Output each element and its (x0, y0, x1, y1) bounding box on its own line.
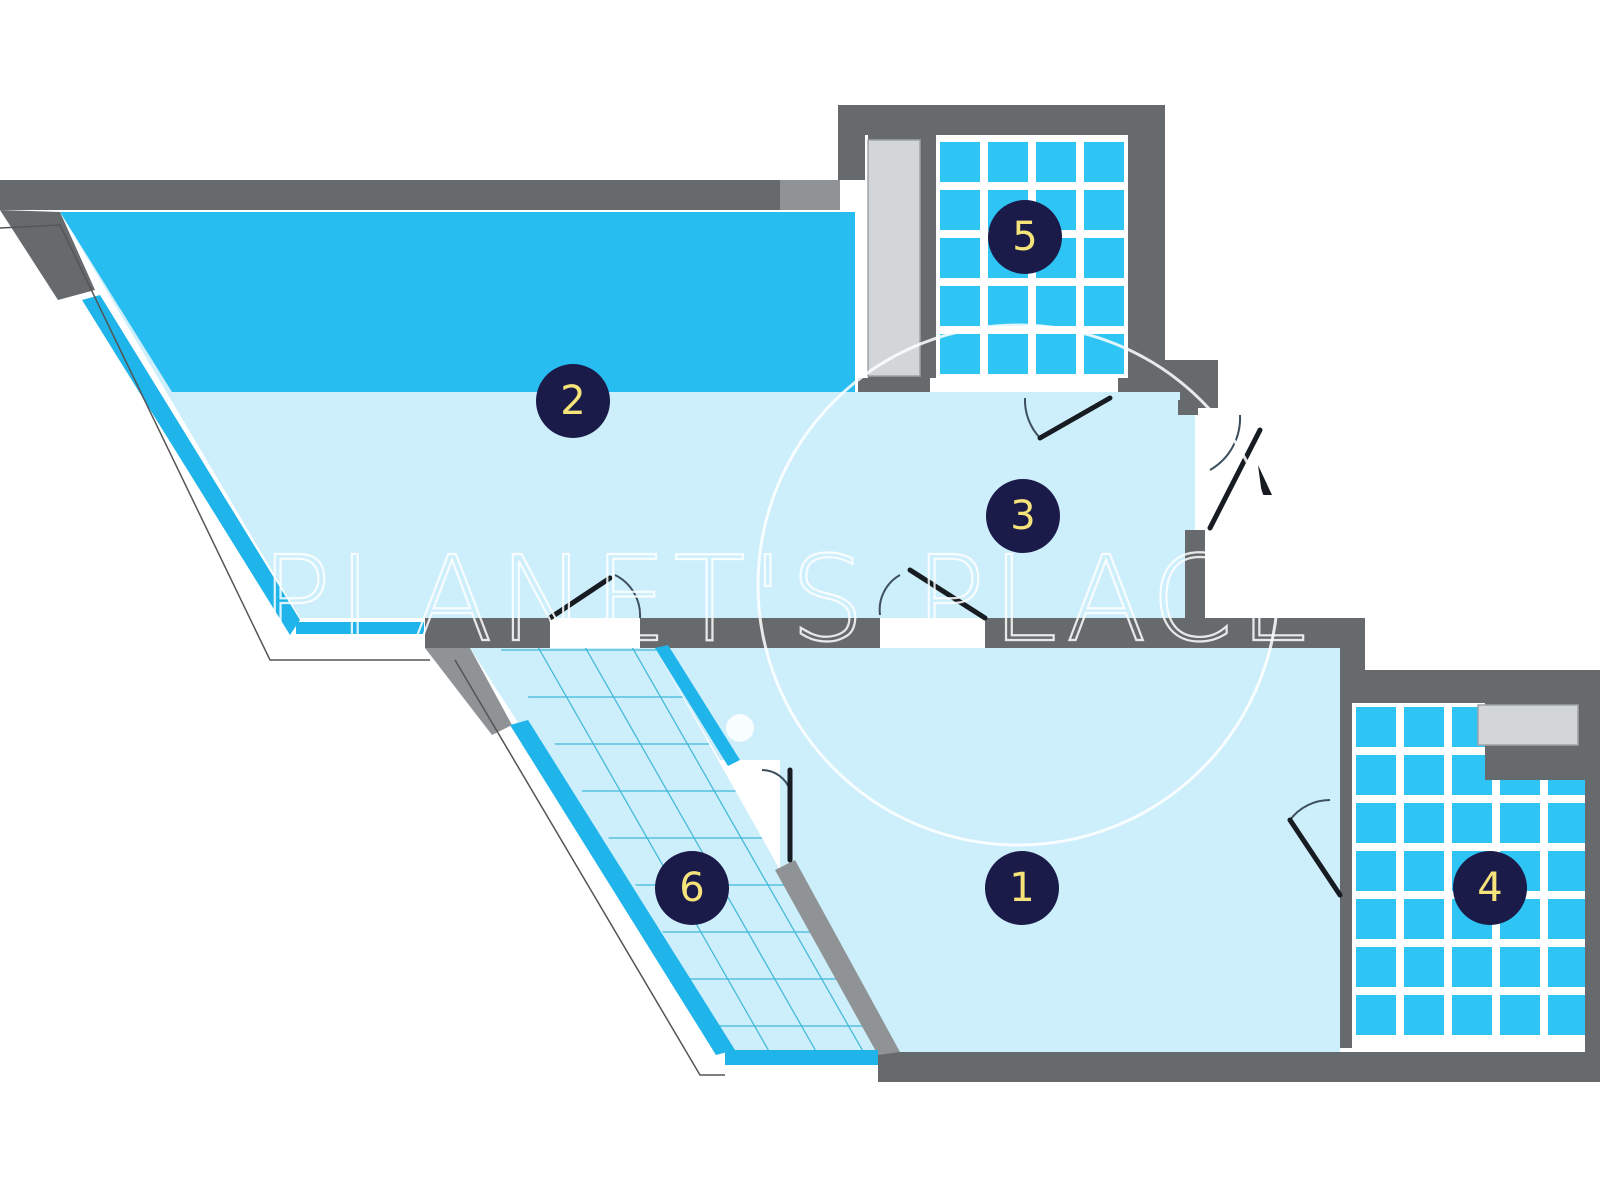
floor-tile (940, 190, 980, 230)
room-label-1: 1 (985, 851, 1059, 925)
floor-tile (1548, 995, 1588, 1035)
floor-tile (1500, 947, 1540, 987)
room-4-fixture (1477, 704, 1579, 746)
floor-tile (988, 286, 1028, 326)
floor-tile (1356, 803, 1396, 843)
floor-tile (1084, 238, 1124, 278)
floor-tile (1452, 803, 1492, 843)
room-1-floor (655, 648, 1340, 1052)
floor-tile (940, 286, 980, 326)
room-label-6-text: 6 (679, 865, 704, 911)
floor-tile (1036, 286, 1076, 326)
watermark: PLANET'S PLACE (259, 323, 1319, 847)
room-label-5: 5 (988, 200, 1062, 274)
floor-tile (1404, 755, 1444, 795)
floor-tile (1404, 851, 1444, 891)
floor-tile (1084, 142, 1124, 182)
floor-tile (1404, 995, 1444, 1035)
room-6-floor (470, 648, 880, 1052)
floor-tile (1500, 803, 1540, 843)
room-label-3-text: 3 (1010, 493, 1035, 539)
floor-tile (1356, 899, 1396, 939)
floor-tile (1548, 803, 1588, 843)
floor-tile (988, 142, 1028, 182)
floor-tile (940, 238, 980, 278)
floor-tile (1500, 995, 1540, 1035)
room-label-4: 4 (1453, 851, 1527, 925)
floor-tile (940, 142, 980, 182)
floor-tile (1356, 851, 1396, 891)
floor-tile (1404, 899, 1444, 939)
floor-tile (1356, 707, 1396, 747)
floor-tile (1404, 707, 1444, 747)
floor-tile (1548, 851, 1588, 891)
doors (547, 395, 1343, 898)
floor-tile (1356, 995, 1396, 1035)
room-label-4-text: 4 (1477, 865, 1502, 911)
windows (0, 224, 878, 1076)
floor-tile (1084, 286, 1124, 326)
walls (0, 105, 1600, 1082)
floor-tile (1452, 995, 1492, 1035)
room-label-6: 6 (655, 851, 729, 925)
floor-tile (1404, 947, 1444, 987)
room-labels: 1 2 3 4 5 6 (536, 200, 1527, 925)
floor-tile (1548, 899, 1588, 939)
room-label-2: 2 (536, 364, 610, 438)
room-label-5-text: 5 (1012, 214, 1037, 260)
floor-tile (988, 334, 1028, 374)
floor-tile (1084, 190, 1124, 230)
watermark-text: PLANET'S PLACE (260, 530, 1319, 668)
floor-tile (1452, 947, 1492, 987)
watermark-circle (756, 323, 1280, 847)
floor-tile (940, 334, 980, 374)
floor-tile (1036, 334, 1076, 374)
floor-tile (1356, 947, 1396, 987)
room-floors (60, 212, 1340, 1052)
room-5-fixture (867, 139, 921, 377)
floor-tile (1404, 803, 1444, 843)
floor-tile (1356, 755, 1396, 795)
floor-tile (1548, 947, 1588, 987)
floor-tile (1036, 142, 1076, 182)
room-label-3: 3 (986, 479, 1060, 553)
room-label-1-text: 1 (1009, 865, 1034, 911)
room-label-2-text: 2 (560, 378, 585, 424)
room-2-top-band (60, 212, 855, 392)
